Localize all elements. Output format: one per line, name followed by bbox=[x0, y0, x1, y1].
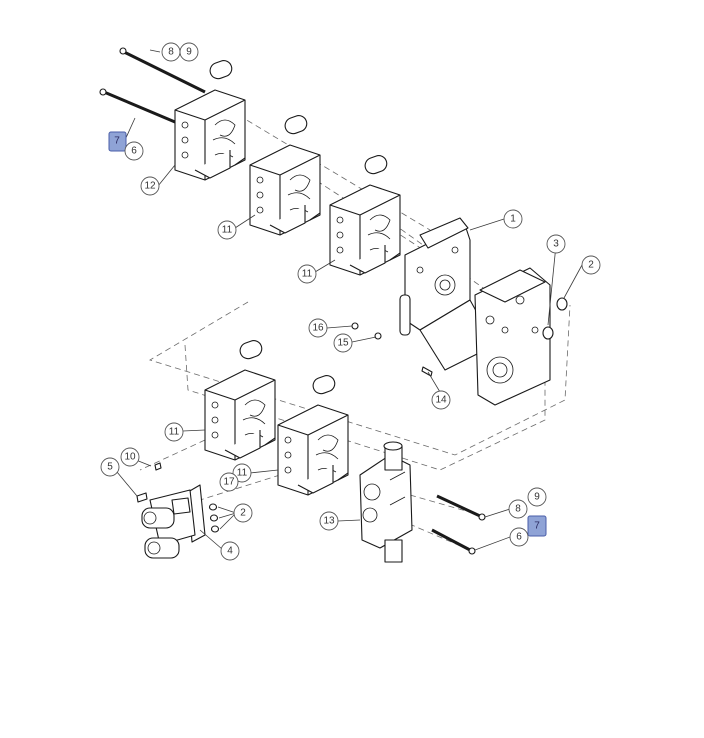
valve-section-11-upper bbox=[249, 115, 321, 236]
svg-text:8: 8 bbox=[515, 504, 521, 515]
tie-bolt-lower-right-upper bbox=[436, 494, 486, 521]
callout-5[interactable]: 5 bbox=[100, 457, 120, 477]
callout-10[interactable]: 10 bbox=[120, 447, 140, 467]
leader-lines bbox=[116, 49, 583, 551]
svg-text:2: 2 bbox=[588, 260, 594, 271]
o-rings-2-lower bbox=[208, 503, 220, 533]
valve-section-11-middle bbox=[329, 155, 401, 276]
nut-16 bbox=[351, 322, 359, 330]
callout-9-top[interactable]: 9 bbox=[179, 42, 199, 62]
svg-text:6: 6 bbox=[516, 532, 522, 543]
svg-text:10: 10 bbox=[124, 452, 136, 463]
svg-text:7: 7 bbox=[534, 521, 540, 532]
callout-11-middle[interactable]: 11 bbox=[297, 264, 317, 284]
svg-text:17: 17 bbox=[223, 477, 235, 488]
callout-8-top[interactable]: 8 bbox=[161, 42, 181, 62]
callout-8-bottom[interactable]: 8 bbox=[508, 499, 528, 519]
screw-5 bbox=[136, 492, 148, 503]
valve-section-11-lower-right bbox=[277, 375, 349, 496]
svg-text:6: 6 bbox=[131, 146, 137, 157]
washer-15 bbox=[374, 332, 382, 340]
valve-section-11-lower-left bbox=[204, 340, 276, 461]
callout-3[interactable]: 3 bbox=[546, 234, 566, 254]
callout-2-upper[interactable]: 2 bbox=[581, 255, 601, 275]
outlet-section-13 bbox=[359, 441, 413, 563]
svg-text:12: 12 bbox=[144, 181, 156, 192]
svg-text:1: 1 bbox=[510, 214, 516, 225]
valve-section-12 bbox=[174, 60, 246, 181]
callout-14[interactable]: 14 bbox=[431, 390, 451, 410]
svg-text:11: 11 bbox=[222, 225, 233, 236]
svg-text:3: 3 bbox=[553, 239, 559, 250]
screw-10 bbox=[154, 462, 162, 471]
callout-11-lower-right[interactable]: 11 bbox=[232, 463, 252, 483]
o-ring-2-upper bbox=[556, 297, 568, 311]
callout-7-top-highlighted[interactable]: 7 bbox=[108, 131, 127, 152]
callout-2-lower[interactable]: 2 bbox=[233, 503, 253, 523]
callout-1[interactable]: 1 bbox=[503, 209, 523, 229]
callout-15[interactable]: 15 bbox=[333, 333, 353, 353]
callout-13[interactable]: 13 bbox=[319, 511, 339, 531]
tie-bolt-upper bbox=[119, 47, 206, 94]
callout-7-bottom-highlighted[interactable]: 7 bbox=[527, 515, 547, 537]
callout-6-bottom[interactable]: 6 bbox=[509, 527, 529, 547]
svg-text:16: 16 bbox=[312, 323, 324, 334]
svg-text:9: 9 bbox=[186, 47, 192, 58]
callout-9-bottom[interactable]: 9 bbox=[527, 487, 547, 507]
callout-11-lower-left[interactable]: 11 bbox=[164, 422, 184, 442]
svg-text:4: 4 bbox=[227, 546, 233, 557]
svg-text:11: 11 bbox=[237, 468, 248, 479]
callout-4[interactable]: 4 bbox=[220, 541, 240, 561]
svg-text:7: 7 bbox=[114, 136, 120, 147]
svg-text:11: 11 bbox=[169, 427, 180, 438]
inlet-cover-4 bbox=[141, 484, 206, 559]
svg-text:14: 14 bbox=[435, 395, 447, 406]
svg-text:9: 9 bbox=[534, 492, 540, 503]
callout-11-upper[interactable]: 11 bbox=[217, 220, 237, 240]
svg-text:2: 2 bbox=[240, 508, 246, 519]
svg-text:13: 13 bbox=[323, 516, 335, 527]
tie-bolt-lower-right-lower bbox=[431, 528, 476, 555]
svg-text:5: 5 bbox=[107, 462, 113, 473]
callout-6-top[interactable]: 6 bbox=[124, 141, 144, 161]
callout-17[interactable]: 17 bbox=[219, 472, 239, 492]
svg-text:11: 11 bbox=[302, 269, 313, 280]
callout-16[interactable]: 16 bbox=[308, 318, 328, 338]
end-plate-housing bbox=[399, 217, 551, 406]
svg-text:15: 15 bbox=[337, 338, 349, 349]
o-ring-3 bbox=[542, 326, 554, 340]
tie-bolt-lower bbox=[99, 88, 176, 124]
svg-text:8: 8 bbox=[168, 47, 174, 58]
screw-14 bbox=[421, 366, 433, 377]
callout-12[interactable]: 12 bbox=[140, 176, 160, 196]
